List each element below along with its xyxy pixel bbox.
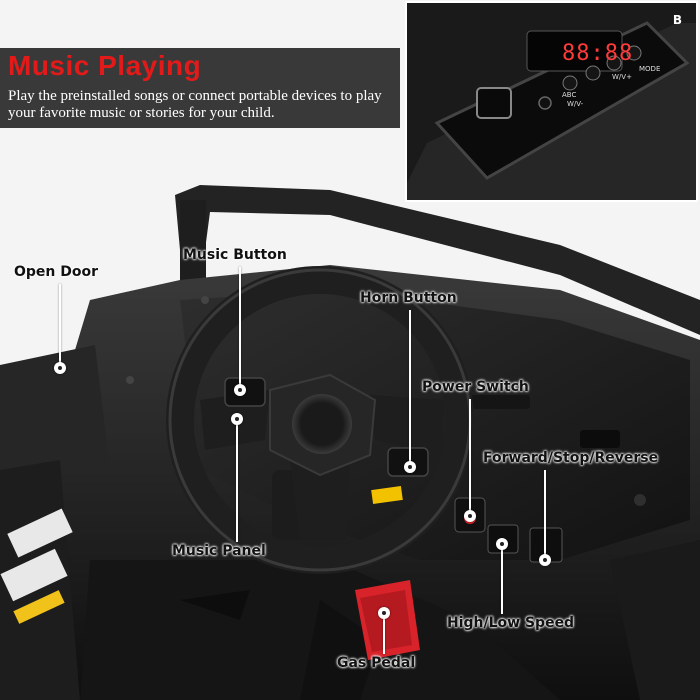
music-panel-closeup: 88:88 B ABC W/V- W/V+ MODE (405, 1, 698, 202)
marker-dot (539, 554, 551, 566)
marker-dot (464, 510, 476, 522)
marker-dot (231, 413, 243, 425)
marker-dot (54, 362, 66, 374)
leader-line (501, 548, 503, 614)
leader-line (544, 470, 546, 556)
marker-dot (234, 384, 246, 396)
inset-button-label: W/V- (567, 100, 584, 108)
callout-high-low-speed: High/Low Speed (447, 615, 575, 631)
marker-dot (378, 607, 390, 619)
led-display: 88:88 (562, 41, 634, 66)
inset-button-label: ABC (562, 91, 577, 99)
inset-button-label: MODE (639, 65, 661, 73)
callout-horn-button: Horn Button (360, 290, 457, 306)
marker-dot (404, 461, 416, 473)
inset-button-label: W/V+ (612, 73, 632, 81)
banner-title: Music Playing (8, 50, 202, 81)
leader-line (236, 424, 238, 542)
callout-power-switch: Power Switch (422, 379, 529, 395)
leader-line (383, 618, 385, 654)
bluetooth-icon: B (672, 13, 682, 27)
callout-gas-pedal: Gas Pedal (337, 655, 416, 671)
callout-music-panel: Music Panel (172, 543, 266, 559)
feature-banner: Music Playing Play the preinstalled song… (0, 48, 400, 128)
leader-line (59, 284, 61, 364)
leader-line (239, 267, 241, 385)
music-panel-closeup-photo (407, 3, 696, 200)
callout-forward-stop-reverse: Forward/Stop/Reverse (483, 450, 659, 466)
callout-music-button: Music Button (183, 247, 287, 263)
callout-open-door: Open Door (14, 264, 99, 280)
leader-line (409, 310, 411, 462)
leader-line (469, 399, 471, 512)
banner-description: Play the preinstalled songs or connect p… (8, 88, 382, 121)
marker-dot (496, 538, 508, 550)
